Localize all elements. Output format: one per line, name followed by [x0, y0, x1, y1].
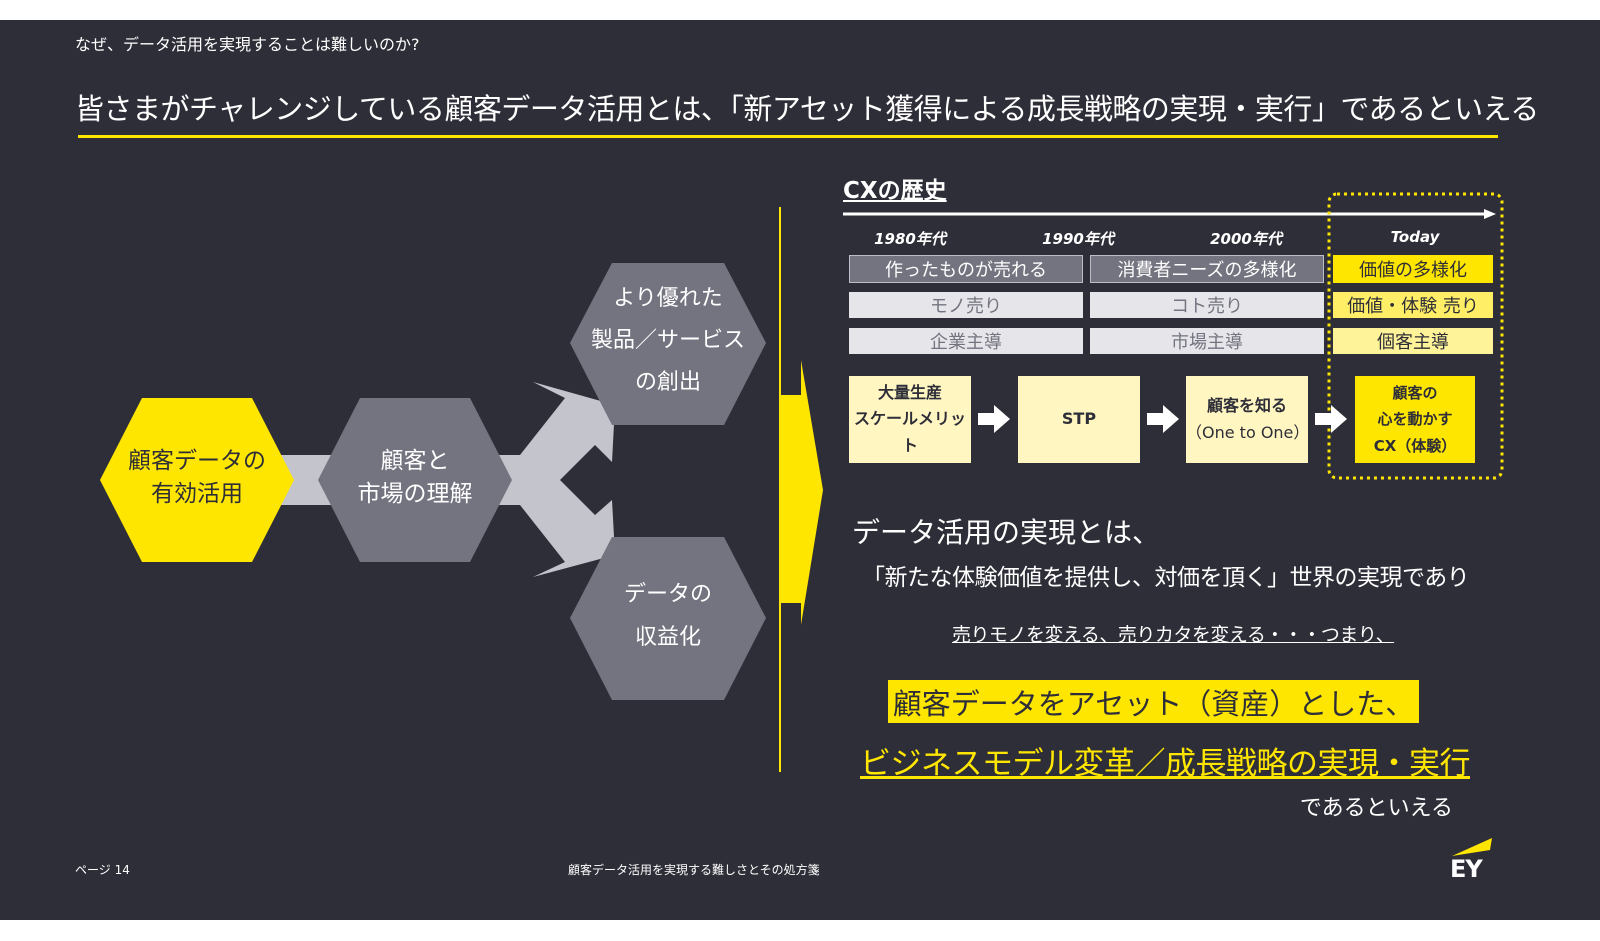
- step-line: 心を動かす: [1377, 410, 1453, 429]
- hex-middle-line: 市場の理解: [357, 481, 473, 508]
- hex-bottom-line: 収益化: [634, 624, 701, 650]
- right-arrow-icon: [978, 405, 1010, 433]
- today-dotted-frame: [1327, 192, 1504, 480]
- step-mass-production: 大量生産 スケールメリット: [849, 376, 971, 463]
- step-line: 顧客の: [1392, 384, 1438, 403]
- hex-start-line: 有効活用: [151, 481, 243, 508]
- step-line: CX（体験）: [1373, 436, 1457, 455]
- hex-top-line: より優れた: [613, 286, 723, 311]
- step-line: （One to One）: [1186, 422, 1310, 442]
- message-line2: 「新たな体験価値を提供し、対価を頂く」世界の実現であり: [862, 565, 1470, 591]
- step-line: 大量生産: [877, 382, 942, 402]
- row2-cell-today: 価値・体験 売り: [1333, 292, 1493, 318]
- era-2000s: 2000年代: [1210, 230, 1282, 248]
- hex-top-label: より優れた 製品／サービス の創出: [570, 278, 766, 403]
- era-1980s: 1980年代: [874, 230, 946, 248]
- message-line3: 売りモノを変える、売りカタを変える・・・つまり、: [952, 624, 1395, 646]
- step-stp: STP: [1018, 376, 1140, 463]
- hex-bottom: [570, 537, 766, 700]
- era-1990s: 1990年代: [1042, 230, 1114, 248]
- step-line: スケールメリット: [853, 409, 966, 455]
- row3-cell: 企業主導: [849, 328, 1083, 354]
- slide-subtitle: なぜ、データ活用を実現することは難しいのか?: [75, 35, 420, 54]
- row1-cell: 消費者ニーズの多様化: [1090, 255, 1324, 283]
- row3-cell-today: 個客主導: [1333, 328, 1493, 354]
- page-title: 皆さまがチャレンジしている顧客データ活用とは、「新アセット獲得による成長戦略の実…: [75, 92, 1539, 126]
- hex-start-label: 顧客データの 有効活用: [100, 445, 294, 512]
- divider-line: [779, 207, 781, 772]
- hex-start-line: 顧客データの: [128, 448, 266, 474]
- right-arrow-icon: [1147, 405, 1179, 433]
- step-cx: 顧客の 心を動かす CX（体験）: [1355, 376, 1475, 463]
- highlight-box: 顧客データをアセット（資産）とした、: [888, 680, 1419, 723]
- ey-logo-beam-icon: [1452, 838, 1492, 856]
- hex-top: [570, 263, 766, 425]
- right-arrow-icon: [1315, 405, 1347, 433]
- emphasis-text: ビジネスモデル変革／成長戦略の実現・実行: [860, 746, 1471, 782]
- row2-cell: コト売り: [1090, 292, 1324, 318]
- hex-bottom-line: データの: [623, 582, 712, 607]
- step-line: 顧客を知る: [1206, 396, 1287, 416]
- row1-cell-today: 価値の多様化: [1333, 255, 1493, 283]
- hex-middle-label: 顧客と 市場の理解: [318, 445, 512, 512]
- era-today: Today: [1390, 228, 1440, 246]
- hex-middle-line: 顧客と: [380, 448, 450, 474]
- cx-history-title: CXの歴史: [843, 178, 947, 204]
- highlight-text: 顧客データをアセット（資産）とした、: [892, 686, 1415, 721]
- row3-cell: 市場主導: [1090, 328, 1324, 354]
- hex-top-line: 製品／サービス: [590, 327, 745, 353]
- row1-cell: 作ったものが売れる: [849, 255, 1083, 283]
- step-line: STP: [1061, 409, 1097, 429]
- hex-middle: [318, 398, 512, 562]
- hex-top-line: の創出: [634, 369, 701, 395]
- ey-logo: EY: [1450, 855, 1483, 883]
- row2-cell: モノ売り: [849, 292, 1083, 318]
- timeline-arrowhead: [1484, 209, 1496, 219]
- page-number: ページ 14: [75, 863, 130, 877]
- hex-start: [100, 398, 294, 562]
- title-underline: [78, 135, 1498, 138]
- closing-text: であるといえる: [1299, 796, 1453, 821]
- message-line1: データ活用の実現とは、: [852, 516, 1161, 549]
- footer-doc-title: 顧客データ活用を実現する難しさとその処方箋: [568, 863, 820, 877]
- hex-bottom-label: データの 収益化: [570, 574, 766, 660]
- big-arrow: [781, 360, 823, 625]
- step-one-to-one: 顧客を知る （One to One）: [1186, 376, 1310, 463]
